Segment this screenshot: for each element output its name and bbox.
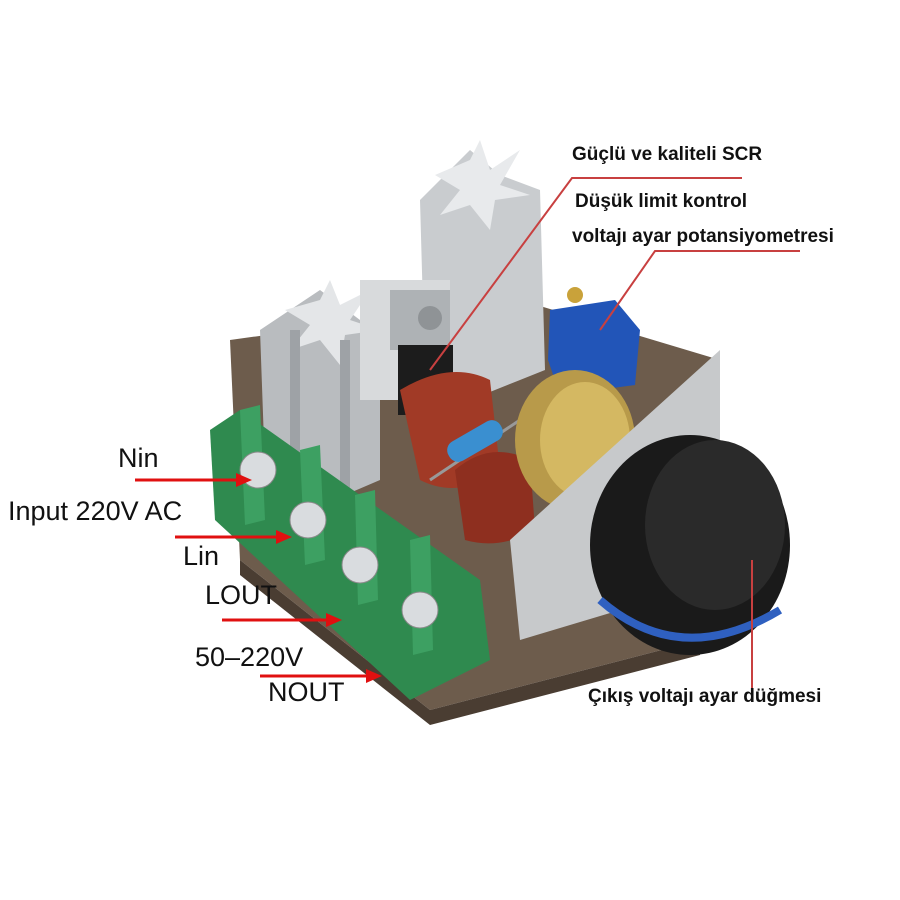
label-trimmer-line2: voltajı ayar potansiyometresi: [572, 226, 834, 247]
label-nin: Nin: [118, 443, 159, 473]
label-trimmer-line1: Düşük limit kontrol: [575, 191, 748, 212]
resistor: [429, 418, 521, 482]
label-nout: NOUT: [268, 677, 345, 707]
label-lin: Lin: [183, 541, 220, 571]
knob: [590, 435, 790, 655]
label-input-220v-ac: Input 220V AC: [8, 496, 183, 526]
terminal-arrows: [135, 473, 382, 683]
terminal-block: [210, 405, 490, 700]
capacitors: [400, 372, 535, 544]
leader-lines: [429, 177, 800, 690]
label-scr: Güçlü ve kaliteli SCR: [572, 144, 763, 165]
label-lout: LOUT: [205, 580, 278, 610]
label-voltage-range: 50–220V: [195, 642, 304, 672]
label-knob: Çıkış voltajı ayar düğmesi: [588, 686, 822, 707]
